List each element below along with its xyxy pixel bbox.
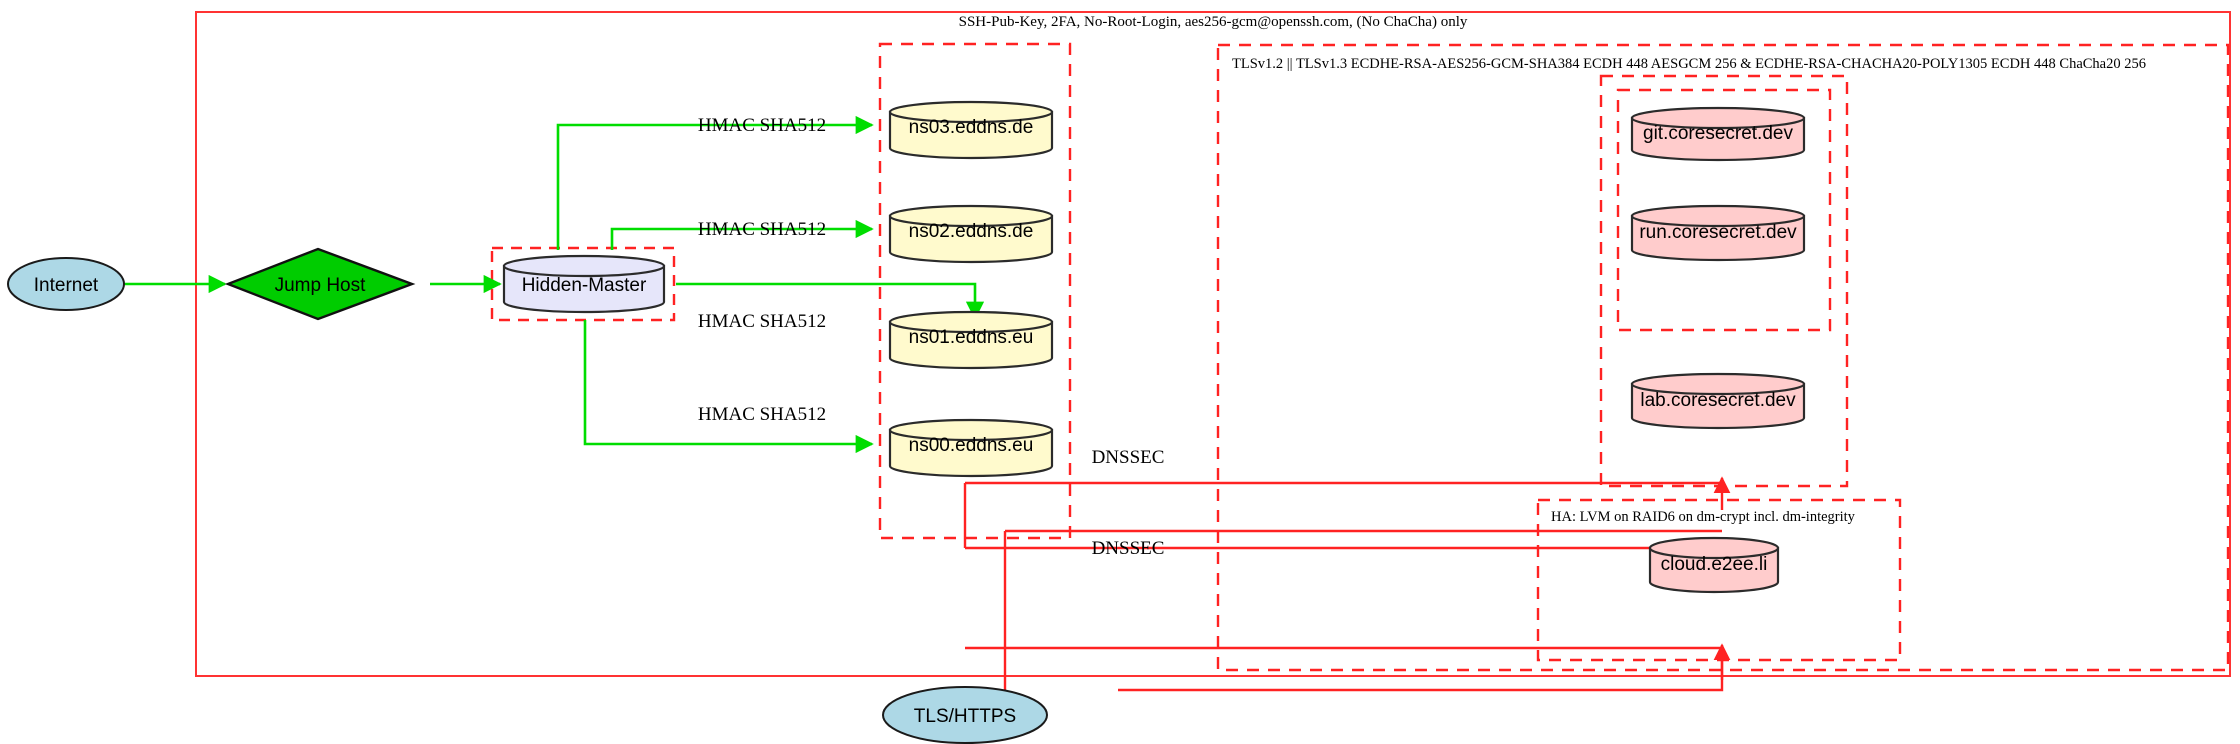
- node-ns02-label: ns02.eddns.de: [909, 221, 1034, 242]
- cluster-ssh-policy-box: [195, 11, 2231, 677]
- ns00-body: [888, 428, 1054, 478]
- edge-label-hmac-ns03: HMAC SHA512: [698, 115, 826, 136]
- edge-hiddenmaster-to-ns01: [676, 282, 985, 320]
- node-internet-label: Internet: [34, 275, 99, 296]
- dnssec-tls-edges: [963, 476, 1731, 692]
- cluster-ssh-policy-label: SSH-Pub-Key, 2FA, No-Root-Login, aes256-…: [959, 14, 1468, 30]
- hidden-master-top: [502, 254, 666, 278]
- node-ns03[interactable]: ns03.eddns.de: [888, 100, 1054, 160]
- run-body: [1630, 214, 1806, 262]
- node-ns02[interactable]: ns02.eddns.de: [888, 204, 1054, 264]
- edge-label-hmac-ns02: HMAC SHA512: [698, 219, 826, 240]
- edge-dnssec-upper: [965, 481, 1724, 485]
- edge-label-dnssec-lower: DNSSEC: [1092, 538, 1165, 559]
- node-tls-https-label: TLS/HTTPS: [914, 706, 1016, 727]
- cluster-tls-policy-box: [1216, 43, 2230, 672]
- git-body: [1630, 116, 1806, 162]
- node-git-coresecret[interactable]: git.coresecret.dev: [1630, 106, 1806, 162]
- node-tls-https[interactable]: TLS/HTTPS: [882, 686, 1048, 744]
- cluster-tls-policy-label: TLSv1.2 || TLSv1.3 ECDHE-RSA-AES256-GCM-…: [1232, 56, 2146, 72]
- edge-hiddenmaster-to-ns00: [583, 320, 874, 454]
- ns03-top: [888, 100, 1054, 124]
- edge-hiddenmaster-to-ns03: [556, 115, 874, 250]
- ns00-top: [888, 418, 1054, 442]
- cloud-body: [1648, 546, 1780, 594]
- ns01-body: [888, 320, 1054, 370]
- ssh-replication-edges: [122, 115, 985, 454]
- cluster-dns-zone-box: [878, 42, 1072, 540]
- node-lab-coresecret[interactable]: lab.coresecret.dev: [1630, 372, 1806, 430]
- cloud-top: [1648, 536, 1780, 560]
- cluster-coresecret-inner-box: [1616, 88, 1832, 332]
- node-lab-label: lab.coresecret.dev: [1640, 390, 1796, 411]
- node-cloud-label: cloud.e2ee.li: [1661, 554, 1768, 575]
- node-run-coresecret[interactable]: run.coresecret.dev: [1630, 204, 1806, 262]
- node-git-label: git.coresecret.dev: [1643, 123, 1793, 144]
- node-cloud-e2ee[interactable]: cloud.e2ee.li: [1648, 536, 1780, 594]
- tls-https-ellipse: [882, 686, 1048, 744]
- ns01-top: [888, 310, 1054, 334]
- edge-hiddenmaster-to-ns02: [610, 219, 874, 250]
- node-ns01[interactable]: ns01.eddns.eu: [888, 310, 1054, 370]
- run-top: [1630, 204, 1806, 228]
- cluster-hidden-master-box: [490, 246, 676, 322]
- ns02-top: [888, 204, 1054, 228]
- git-top: [1630, 106, 1806, 130]
- node-hidden-master[interactable]: Hidden-Master: [502, 254, 666, 314]
- ns02-body: [888, 214, 1054, 264]
- ns03-body: [888, 110, 1054, 160]
- jump-host-diamond: [224, 247, 416, 321]
- hidden-master-body: [502, 264, 666, 314]
- lab-body: [1630, 382, 1806, 430]
- node-jump-host-label: Jump Host: [275, 275, 367, 296]
- edge-label-dnssec-upper: DNSSEC: [1092, 447, 1165, 468]
- lab-top: [1630, 372, 1806, 396]
- node-hidden-master-label: Hidden-Master: [522, 275, 647, 296]
- internet-ellipse: [7, 257, 125, 311]
- node-ns01-label: ns01.eddns.eu: [909, 327, 1034, 348]
- node-ns00-label: ns00.eddns.eu: [909, 435, 1034, 456]
- edge-label-hmac-ns00: HMAC SHA512: [698, 404, 826, 425]
- cluster-boxes: [195, 11, 2231, 677]
- node-jump-host[interactable]: Jump Host: [224, 247, 416, 321]
- cluster-ha-policy-label: HA: LVM on RAID6 on dm-crypt incl. dm-in…: [1551, 509, 1856, 525]
- node-ns03-label: ns03.eddns.de: [909, 117, 1034, 138]
- node-ns00[interactable]: ns00.eddns.eu: [888, 418, 1054, 478]
- edge-label-hmac-ns01: HMAC SHA512: [698, 311, 826, 332]
- node-run-label: run.coresecret.dev: [1639, 222, 1797, 243]
- node-internet[interactable]: Internet: [7, 257, 125, 311]
